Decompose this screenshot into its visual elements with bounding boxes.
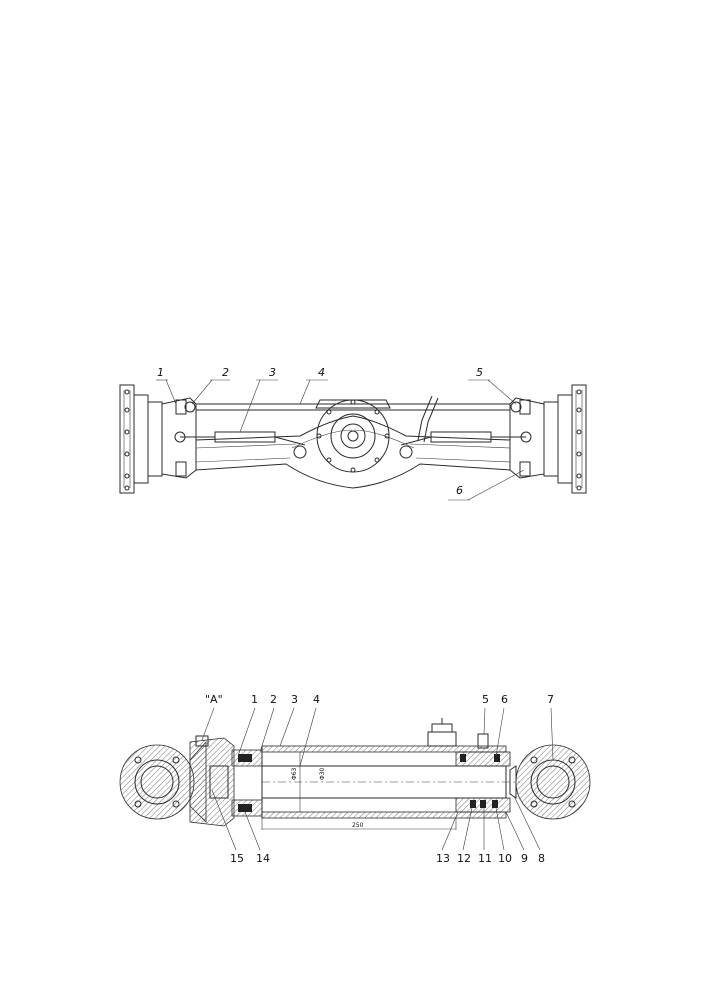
svg-text:3: 3 <box>291 693 298 706</box>
cyl-callout-3: 3 <box>279 693 298 747</box>
cyl-callout-A: "A" <box>201 693 223 741</box>
svg-text:"A": "A" <box>205 693 223 706</box>
right-knuckle <box>509 397 545 479</box>
differential <box>315 399 391 473</box>
svg-text:11: 11 <box>478 852 492 865</box>
axle-callout-5: 5 <box>468 366 517 405</box>
left-knuckle <box>161 397 197 479</box>
svg-text:250: 250 <box>352 822 364 829</box>
axle-housing <box>195 415 511 489</box>
cyl-callout-9: 9 <box>505 811 528 865</box>
svg-text:2: 2 <box>222 366 229 379</box>
cyl-callout-14: 14 <box>244 811 270 865</box>
svg-text:8: 8 <box>538 852 545 865</box>
svg-text:3: 3 <box>269 366 276 379</box>
axle-drawing: 1 2 3 4 5 6 <box>119 366 587 501</box>
svg-text:6: 6 <box>456 484 463 497</box>
axle-callout-2: 2 <box>191 366 230 405</box>
svg-text:6: 6 <box>501 693 508 706</box>
cylinder-drawing: Φ63 Φ30 250 "A" 1 2 3 4 <box>119 693 591 865</box>
cyl-callout-1: 1 <box>237 693 258 757</box>
svg-text:10: 10 <box>498 852 512 865</box>
head-end <box>189 735 263 827</box>
cyl-callout-7: 7 <box>547 693 554 761</box>
right-eye <box>509 744 591 820</box>
svg-text:Φ63: Φ63 <box>291 767 298 780</box>
cyl-callout-11: 11 <box>478 808 492 865</box>
cyl-callout-6: 6 <box>495 693 508 757</box>
svg-text:14: 14 <box>256 852 270 865</box>
cyl-callout-2: 2 <box>259 693 277 753</box>
piston-rod <box>261 752 520 812</box>
cyl-callout-8: 8 <box>513 795 545 865</box>
svg-text:9: 9 <box>521 852 528 865</box>
axle-callout-3: 3 <box>239 366 278 433</box>
cyl-callout-12: 12 <box>457 807 473 865</box>
cyl-callout-10: 10 <box>495 807 512 865</box>
axle-cylinders <box>174 431 532 459</box>
dimension-stroke: 250 <box>262 822 456 830</box>
cyl-callout-15: 15 <box>211 789 244 865</box>
left-hub <box>119 384 163 494</box>
svg-text:7: 7 <box>547 693 554 706</box>
svg-text:5: 5 <box>482 693 489 706</box>
svg-text:15: 15 <box>230 852 244 865</box>
cyl-callout-4: 4 <box>299 693 320 767</box>
cyl-callout-5: 5 <box>482 693 489 735</box>
dimension-bore: Φ63 <box>291 767 298 780</box>
axle-callout-6: 6 <box>448 469 525 501</box>
port-fitting <box>427 718 457 747</box>
svg-text:Φ30: Φ30 <box>319 767 326 780</box>
cyl-callout-13: 13 <box>436 811 459 865</box>
svg-text:4: 4 <box>313 693 320 706</box>
svg-text:2: 2 <box>270 693 277 706</box>
gland <box>455 733 511 813</box>
svg-text:4: 4 <box>318 366 325 379</box>
svg-text:13: 13 <box>436 852 450 865</box>
barrel <box>261 745 507 830</box>
axle-callout-1: 1 <box>156 366 177 405</box>
svg-text:1: 1 <box>157 366 164 379</box>
axle-callout-4: 4 <box>299 366 328 405</box>
hoses <box>291 395 439 449</box>
right-hub <box>543 384 587 494</box>
svg-text:1: 1 <box>251 693 258 706</box>
svg-text:5: 5 <box>476 366 483 379</box>
dimension-rod: Φ30 <box>319 767 326 780</box>
svg-text:12: 12 <box>457 852 471 865</box>
